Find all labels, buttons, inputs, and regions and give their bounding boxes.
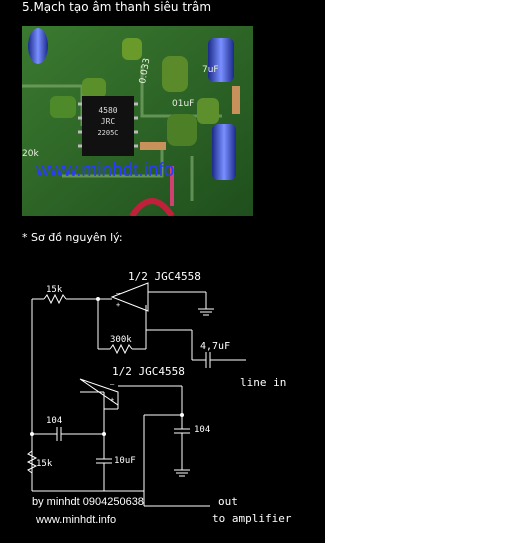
circuit-photo: 4580 JRC 2205C 0.033 01uF 7uF 20k www.mi…: [22, 26, 253, 216]
r-top-label: 15k: [46, 285, 63, 295]
c-mid-label: 10uF: [114, 456, 136, 466]
ic-chip-icon: [82, 96, 134, 156]
line-in-label: line in: [240, 376, 286, 389]
page-title: 5.Mạch tạo âm thanh siêu trâm: [22, 0, 212, 14]
content-panel: 5.Mạch tạo âm thanh siêu trâm: [0, 0, 325, 543]
pcb-photo-illustration: 4580 JRC 2205C 0.033 01uF 7uF 20k: [22, 26, 253, 216]
pcb-label-20k: 20k: [22, 149, 39, 159]
opamp-top-icon: [110, 282, 149, 312]
photo-watermark: www.minhdt.info: [36, 160, 175, 181]
to-amplifier-label: to amplifier: [212, 512, 292, 525]
film-capacitor-icon: [167, 114, 197, 146]
pcb-label-01uf: 01uF: [172, 99, 194, 109]
c-left-label: 104: [46, 416, 62, 426]
pcb-label-0033: 0.033: [138, 57, 152, 84]
opamp-top-label: 1/2 JGC4558: [128, 270, 201, 283]
r-left-label: 15k: [36, 459, 53, 469]
c-right-label: 104: [194, 425, 210, 435]
electrolytic-cap-icon: [212, 124, 236, 180]
film-capacitor-icon: [162, 56, 188, 92]
resistor-icon: [140, 142, 166, 150]
pcb-label-7uf: 7uF: [202, 65, 219, 75]
ic-label-1: 4580: [98, 106, 117, 115]
opamp-bottom-label: 1/2 JGC4558: [112, 365, 185, 378]
c-out-label: 4,7uF: [200, 341, 230, 352]
resistor-icon: [232, 86, 240, 114]
film-capacitor-icon: [122, 38, 142, 60]
resistor-15k-left-icon: [26, 450, 38, 474]
opamp-top-plus: +: [116, 301, 120, 309]
film-capacitor-icon: [82, 78, 106, 98]
resistor-15k-top-icon: [43, 293, 67, 305]
resistor-300k-icon: [109, 343, 133, 355]
r-feedback-label: 300k: [110, 335, 132, 345]
film-capacitor-icon: [197, 98, 219, 124]
opamp-bottom-plus: +: [110, 396, 114, 404]
ic-label-3: 2205C: [97, 129, 118, 137]
site-label: www.minhdt.info: [35, 514, 116, 526]
out-label: out: [218, 495, 238, 508]
opamp-top-minus: –: [116, 289, 121, 297]
section-label: * Sơ đồ nguyên lý:: [22, 231, 123, 244]
electrolytic-cap-icon: [28, 28, 48, 64]
red-wire-icon: [129, 198, 175, 216]
schematic-diagram: 1/2 JGC4558 – + 15k 300k 4,7uF line in 1…: [26, 270, 292, 526]
credit-label: by minhdt 0904250638: [32, 496, 144, 508]
opamp-bottom-minus: –: [110, 380, 115, 388]
electrolytic-cap-icon: [208, 38, 234, 82]
ic-label-2: JRC: [101, 117, 116, 126]
film-capacitor-icon: [50, 96, 76, 118]
